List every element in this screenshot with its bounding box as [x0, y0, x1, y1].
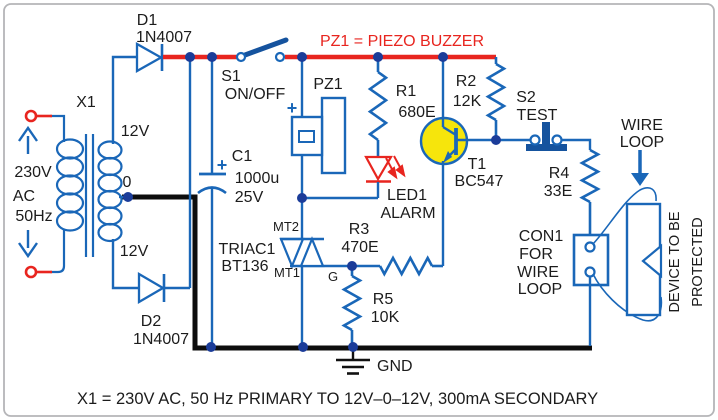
label-c1-val: 1000u — [235, 170, 280, 187]
protected-device — [625, 202, 663, 317]
triac1 — [279, 198, 380, 347]
labels: D1 1N4007 X1 12V 0 12V 230V AC 50Hz D2 1… — [13, 12, 706, 408]
label-gnd: GND — [377, 358, 413, 375]
led1 — [302, 155, 406, 200]
figure-caption: X1 = 230V AC, 50 Hz PRIMARY TO 12V–0–12V… — [77, 390, 598, 408]
transformer-x1 — [18, 55, 139, 290]
label-c1-ref: C1 — [232, 148, 253, 165]
label-s2-action: TEST — [517, 107, 558, 124]
label-triac-val: BT136 — [221, 258, 268, 275]
label-triac-ref: TRIAC1 — [219, 241, 276, 258]
label-r3-ref: R3 — [349, 221, 370, 238]
label-r5-ref: R5 — [373, 291, 394, 308]
label-sec-bottom: 12V — [120, 243, 149, 260]
device-arrow — [641, 243, 663, 279]
label-mains-voltage: 230V — [14, 164, 52, 181]
label-r4-ref: R4 — [549, 165, 570, 182]
label-con1-l3: WIRE — [517, 264, 559, 281]
switch-s1 — [235, 37, 289, 63]
s2-contact-bar — [526, 144, 567, 151]
diode-d2 — [137, 57, 192, 305]
label-r1-ref: R1 — [396, 83, 417, 100]
label-mains-ac: AC — [13, 188, 35, 205]
label-r1-val: 680E — [398, 104, 435, 121]
resistor-r3 — [378, 255, 443, 277]
label-r5-val: 10K — [371, 309, 400, 326]
label-r2-ref: R2 — [456, 73, 477, 90]
mains-down-arrow — [18, 230, 38, 259]
buzzer-pz1 — [290, 57, 347, 198]
label-r3-val: 470E — [341, 239, 378, 256]
label-pz1-ref: PZ1 — [313, 76, 342, 93]
label-con1-l2: FOR — [519, 246, 553, 263]
label-t1-val: BC547 — [455, 173, 504, 190]
label-wireloop-l1: WIRE — [621, 117, 663, 134]
buzzer-note: PZ1 = PIEZO BUZZER — [320, 33, 484, 50]
label-d2-ref: D2 — [141, 313, 162, 330]
label-r2-val: 12K — [453, 93, 482, 110]
label-mains-freq: 50Hz — [15, 208, 52, 225]
label-x1-ref: X1 — [76, 94, 96, 111]
label-d1-val: 1N4007 — [136, 29, 192, 46]
label-gate: G — [328, 269, 338, 284]
label-r4-val: 33E — [544, 183, 572, 200]
diode-d1 — [135, 42, 164, 73]
led-light-arrows — [385, 155, 406, 180]
label-device-l1: DEVICE TO BE — [667, 211, 683, 312]
label-con1-l4: LOOP — [518, 281, 562, 298]
label-s1-ref: S1 — [221, 68, 241, 85]
label-c1-rating: 25V — [235, 189, 264, 206]
label-led-ref: LED1 — [387, 187, 427, 204]
capacitor-c1 — [197, 57, 227, 347]
ground-bus — [122, 194, 592, 351]
mains-up-arrow — [18, 125, 38, 154]
label-led-alarm: ALARM — [380, 205, 435, 222]
pz1-plus-sign: + — [287, 98, 298, 118]
label-tap: 0 — [123, 174, 132, 191]
wire-loop-arrow — [631, 150, 649, 186]
emitter-arrow — [443, 151, 452, 163]
label-mt1: MT1 — [274, 265, 300, 280]
label-d1-ref: D1 — [137, 12, 158, 29]
label-sec-top: 12V — [121, 123, 150, 140]
s2-plunger — [542, 122, 550, 146]
switch-s2 — [526, 122, 592, 151]
label-wireloop-l2: LOOP — [620, 134, 664, 151]
label-device-l2: PROTECTED — [690, 217, 706, 306]
label-s1-action: ON/OFF — [225, 86, 286, 103]
c1-plus-sign: + — [217, 155, 228, 175]
junction-dots — [123, 52, 501, 352]
connector-con1 — [572, 233, 610, 346]
label-mt2: MT2 — [273, 219, 299, 234]
mains-terminals — [24, 109, 52, 279]
figure-border — [3, 3, 715, 417]
s1-lever — [242, 37, 289, 58]
label-t1-ref: T1 — [468, 156, 487, 173]
label-s2-ref: S2 — [516, 89, 536, 106]
label-d2-val: 1N4007 — [133, 331, 189, 348]
label-con1-l1: CON1 — [519, 228, 564, 245]
